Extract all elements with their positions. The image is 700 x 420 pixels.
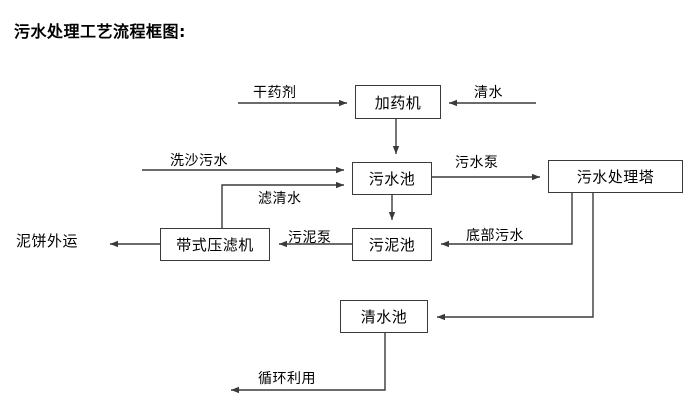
edge-label-sludge-pump: 污泥泵 — [288, 230, 332, 246]
node-belt-filter-press-label: 带式压滤机 — [176, 236, 254, 254]
node-clear-water-pool[interactable]: 清水池 — [340, 300, 428, 333]
edge-label-sand-wash-sewage: 洗沙污水 — [170, 153, 228, 169]
node-sludge-pool-label: 污泥池 — [368, 236, 416, 254]
edge-treatment-tower-to-clear-water-pool — [437, 193, 594, 321]
edge-label-clean-water-in: 清水 — [474, 85, 503, 101]
edge-label-filtrate: 滤清水 — [258, 191, 302, 207]
node-belt-filter-press[interactable]: 带式压滤机 — [160, 228, 270, 261]
node-sewage-pool[interactable]: 污水池 — [352, 162, 432, 195]
node-sewage-pool-label: 污水池 — [368, 170, 416, 188]
edge-label-bottom-sewage: 底部污水 — [466, 228, 524, 244]
edge-label-recycle-reuse: 循环利用 — [258, 371, 316, 387]
node-clear-water-pool-label: 清水池 — [360, 308, 408, 326]
node-treatment-tower-label: 污水处理塔 — [576, 168, 655, 186]
node-dosing-machine-label: 加药机 — [374, 93, 422, 112]
node-sludge-pool[interactable]: 污泥池 — [352, 228, 432, 261]
node-treatment-tower[interactable]: 污水处理塔 — [548, 160, 683, 193]
edge-bottom-sewage-to-sludge-pool — [441, 193, 573, 248]
edge-label-sewage-pump: 污水泵 — [455, 155, 499, 171]
edge-recycle-reuse-out — [231, 333, 386, 394]
edge-filtrate-to-sewage-pool — [221, 181, 344, 228]
terminal-mud-cake-out: 泥饼外运 — [16, 232, 79, 250]
page-title: 污水处理工艺流程框图: — [14, 22, 186, 41]
edge-label-dry-chemical: 干药剂 — [253, 85, 297, 101]
node-dosing-machine[interactable]: 加药机 — [355, 85, 441, 119]
